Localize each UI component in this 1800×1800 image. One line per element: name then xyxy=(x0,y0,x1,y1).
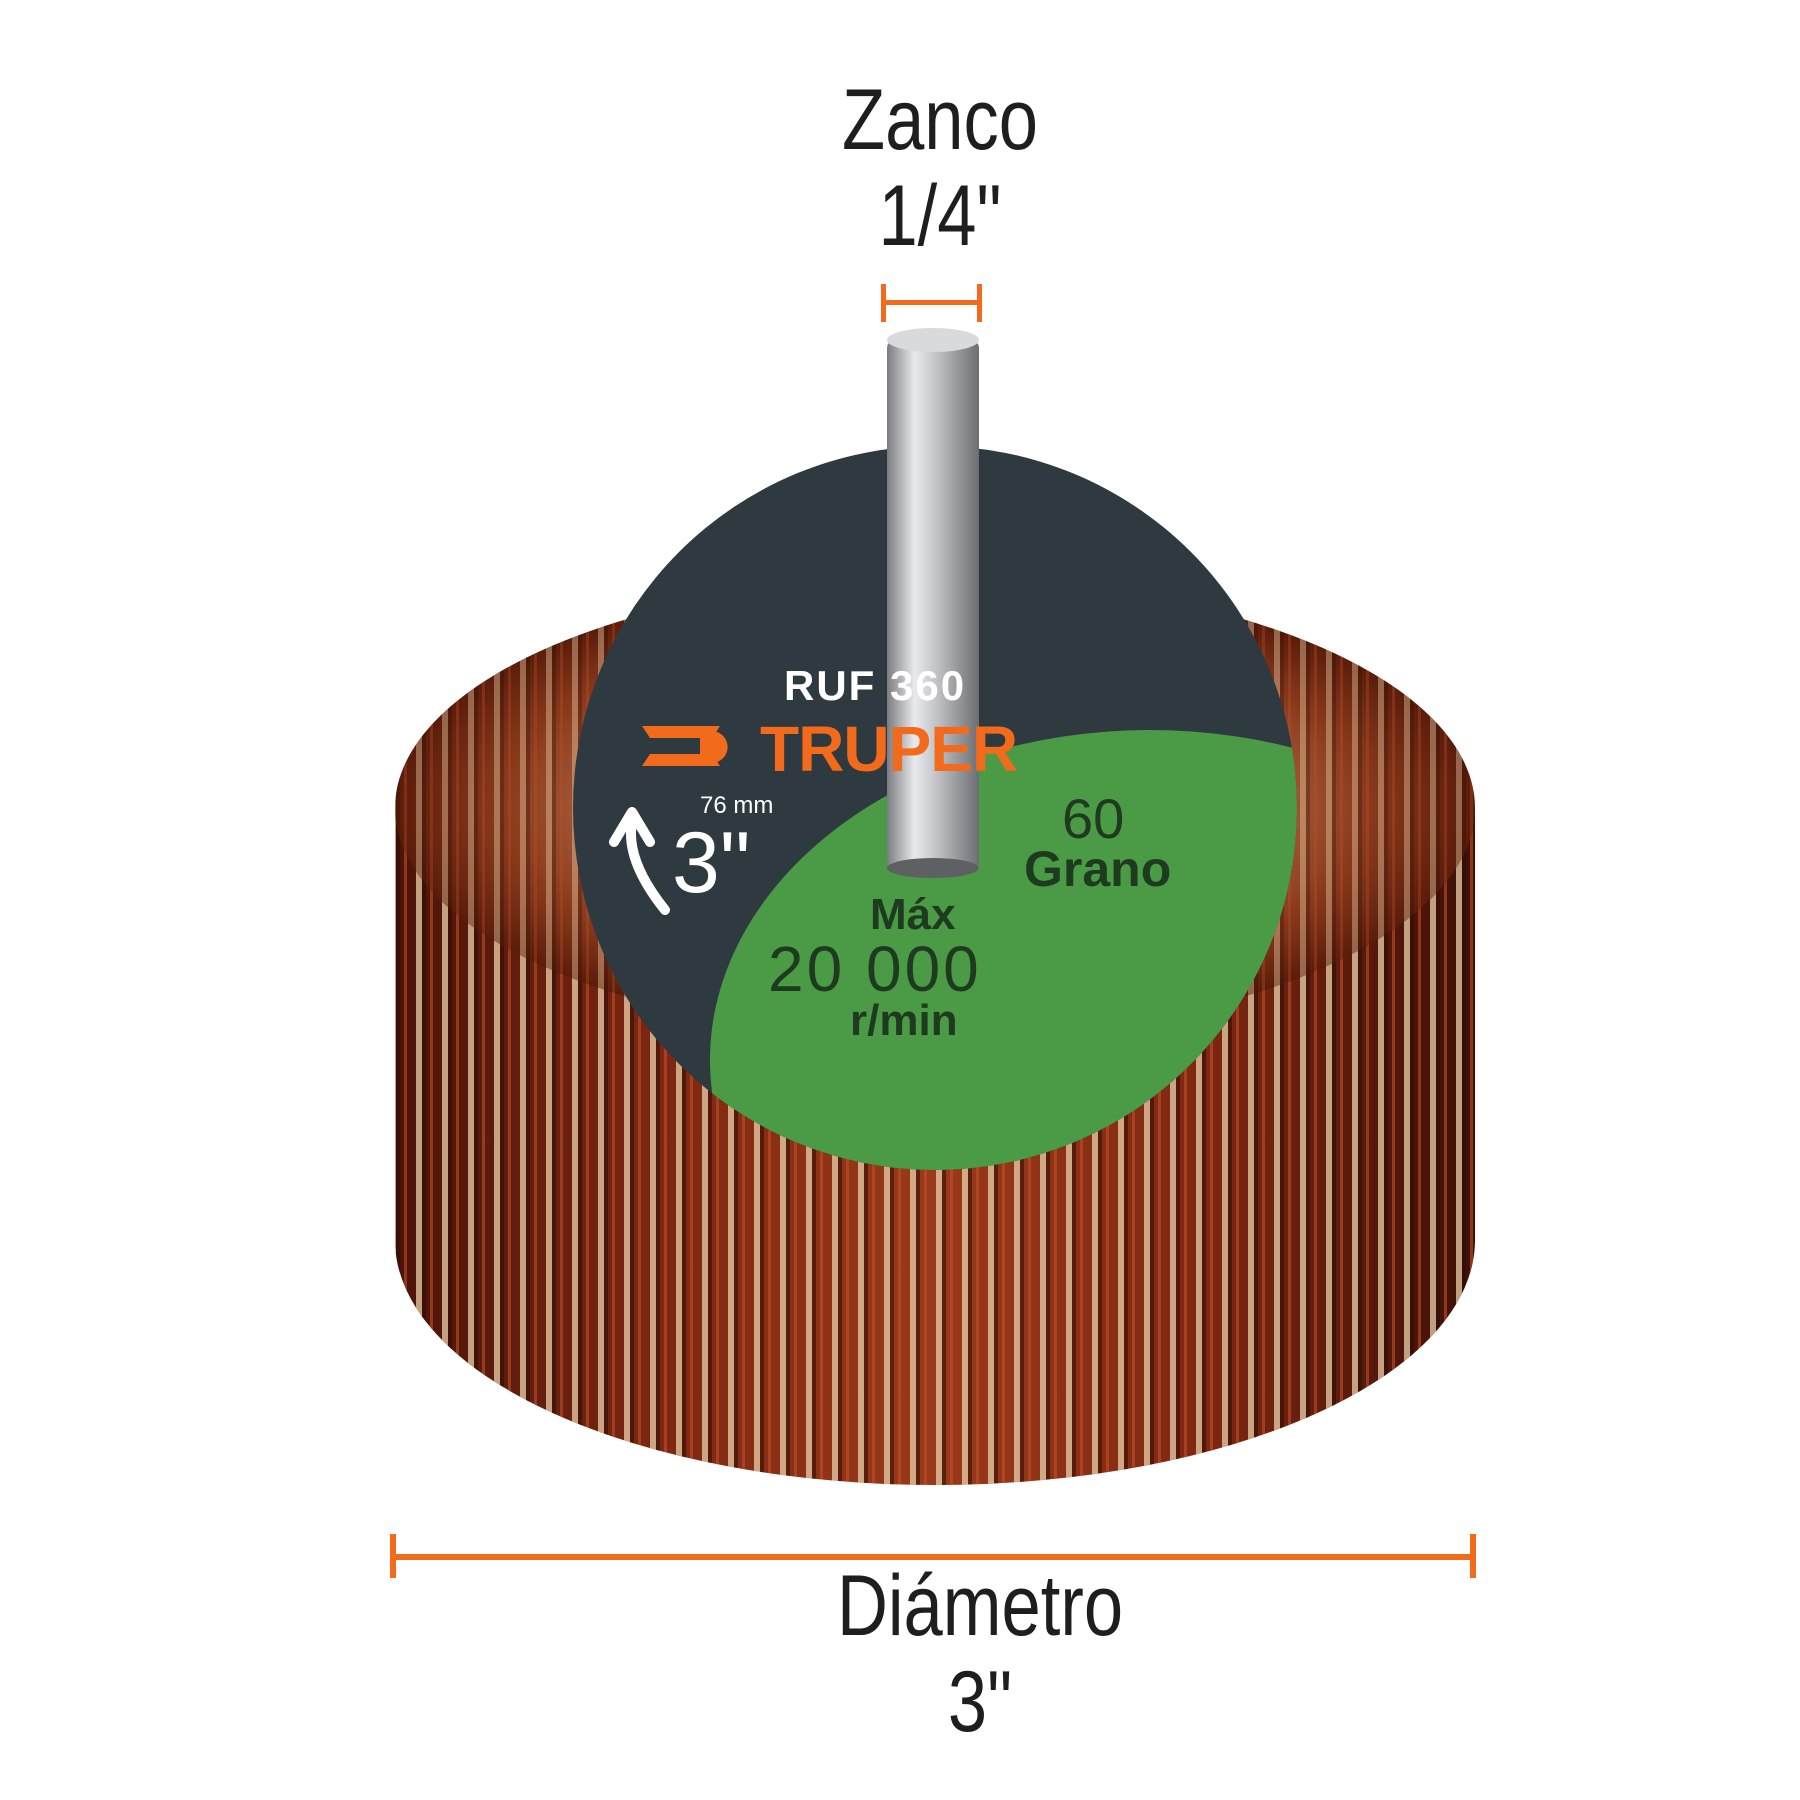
max-label: Máx xyxy=(870,890,956,939)
diameter-dimension-tick-right xyxy=(1470,1534,1476,1578)
max-speed: 20 000 xyxy=(768,933,982,1005)
diameter-dimension-tick-left xyxy=(390,1534,396,1578)
shank-shaft xyxy=(887,328,979,878)
diameter-size: 3" xyxy=(947,1654,1013,1750)
shank-dimension-label: Zanco 1/4" xyxy=(776,72,1104,264)
truper-logo-icon xyxy=(642,726,728,766)
metric-size: 76 mm xyxy=(700,792,774,819)
imperial-size: 3" xyxy=(672,815,751,911)
diameter-dimension-line xyxy=(393,1554,1473,1560)
shank-dimension-tick-right xyxy=(977,284,982,322)
diameter-title: Diámetro xyxy=(836,1558,1124,1654)
model-number: RUF 360 xyxy=(784,662,967,709)
disc-green-area xyxy=(710,730,1297,1170)
grit-number: 60 xyxy=(1062,787,1125,850)
shank-dimension-line xyxy=(883,300,981,305)
rotation-arrow-icon xyxy=(609,807,670,915)
speed-unit: r/min xyxy=(850,996,958,1045)
brand-name: TRUPER xyxy=(760,713,1018,785)
shank-dimension-tick-left xyxy=(881,284,886,322)
shank-size: 1/4" xyxy=(878,168,1002,264)
diameter-dimension-label: Diámetro 3" xyxy=(816,1558,1144,1750)
shank-title: Zanco xyxy=(841,72,1039,168)
grit-label: Grano xyxy=(1024,841,1172,897)
